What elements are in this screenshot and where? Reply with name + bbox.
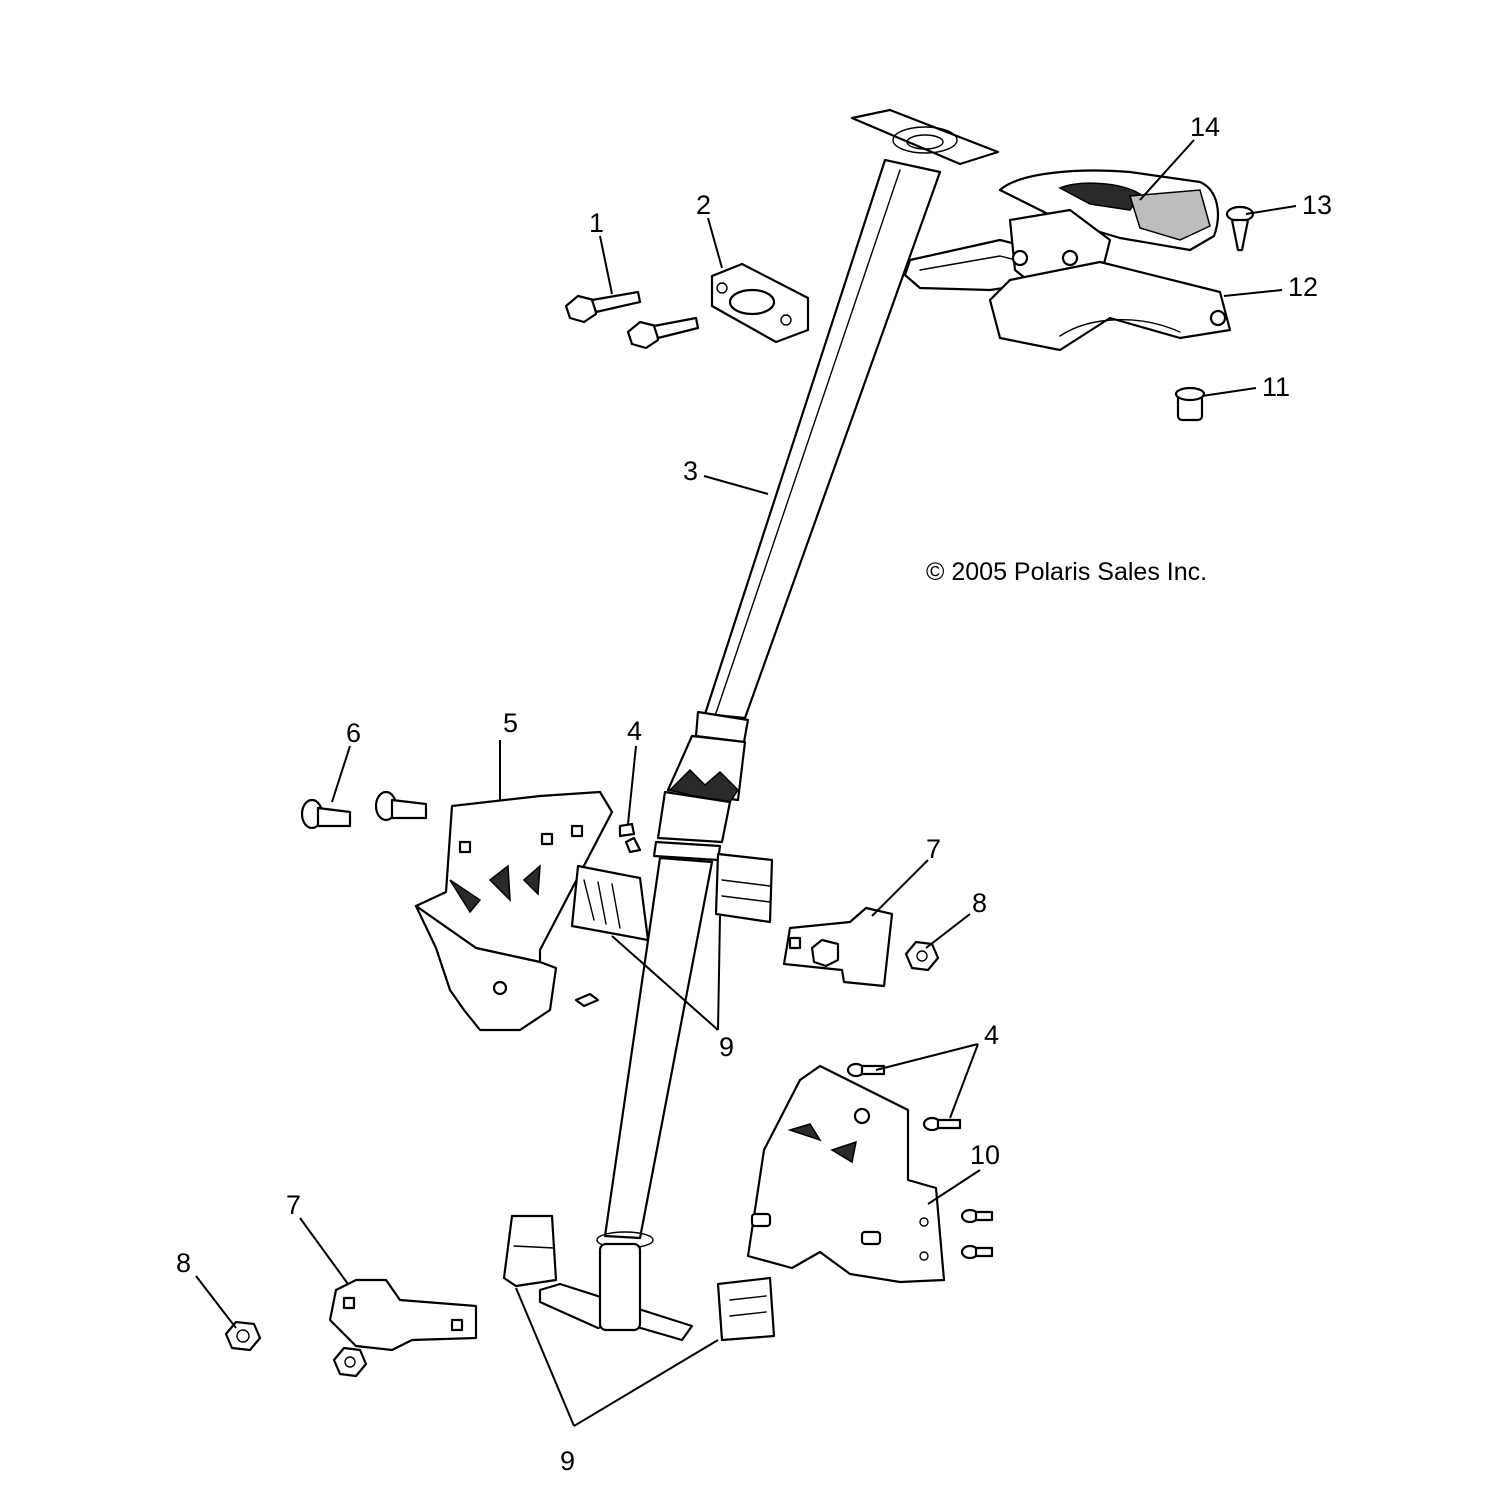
callout-14: 14 xyxy=(1190,112,1220,142)
screw-set-4 xyxy=(618,822,994,1260)
callout-8-right: 8 xyxy=(972,888,987,918)
push-pin xyxy=(1225,205,1255,252)
flange-nut-right xyxy=(904,940,940,972)
callout-10: 10 xyxy=(970,1140,1000,1170)
callout-4-lower: 4 xyxy=(984,1020,999,1050)
callout-1: 1 xyxy=(589,208,604,238)
bushing-pair-upper xyxy=(570,852,774,942)
bushing-pair-lower xyxy=(502,1214,776,1342)
bolt-pair-6 xyxy=(300,790,428,830)
callout-9-mid: 9 xyxy=(719,1032,734,1062)
copyright-notice: © 2005 Polaris Sales Inc. xyxy=(926,558,1207,586)
leader-lines xyxy=(195,139,1297,1427)
callout-13: 13 xyxy=(1302,190,1332,220)
upper-mount-bracket xyxy=(414,790,642,1032)
callout-11: 11 xyxy=(1262,372,1290,402)
callout-2: 2 xyxy=(696,190,711,220)
flange-nut-left xyxy=(224,1320,368,1378)
callout-7-left: 7 xyxy=(286,1190,301,1220)
callout-8-left: 8 xyxy=(176,1248,191,1278)
callout-5: 5 xyxy=(503,708,518,738)
callout-labels: 1 2 3 14 13 12 11 4 5 6 7 8 9 4 10 7 8 9 xyxy=(176,112,1332,1476)
lower-cover xyxy=(988,260,1232,352)
callout-3: 3 xyxy=(683,456,698,486)
u-clamp-right xyxy=(782,906,894,988)
lower-mount-bracket xyxy=(746,1064,946,1284)
steering-shaft xyxy=(538,108,1000,1342)
well-nut xyxy=(1174,386,1206,422)
clamp-block xyxy=(710,262,810,344)
callout-9-bottom: 9 xyxy=(560,1446,575,1476)
bolt-pair-1 xyxy=(564,290,700,350)
callout-6: 6 xyxy=(346,718,361,748)
callout-7-right: 7 xyxy=(926,834,941,864)
callout-4-upper: 4 xyxy=(627,716,642,746)
u-clamp-left xyxy=(328,1278,478,1352)
callout-12: 12 xyxy=(1288,272,1318,302)
